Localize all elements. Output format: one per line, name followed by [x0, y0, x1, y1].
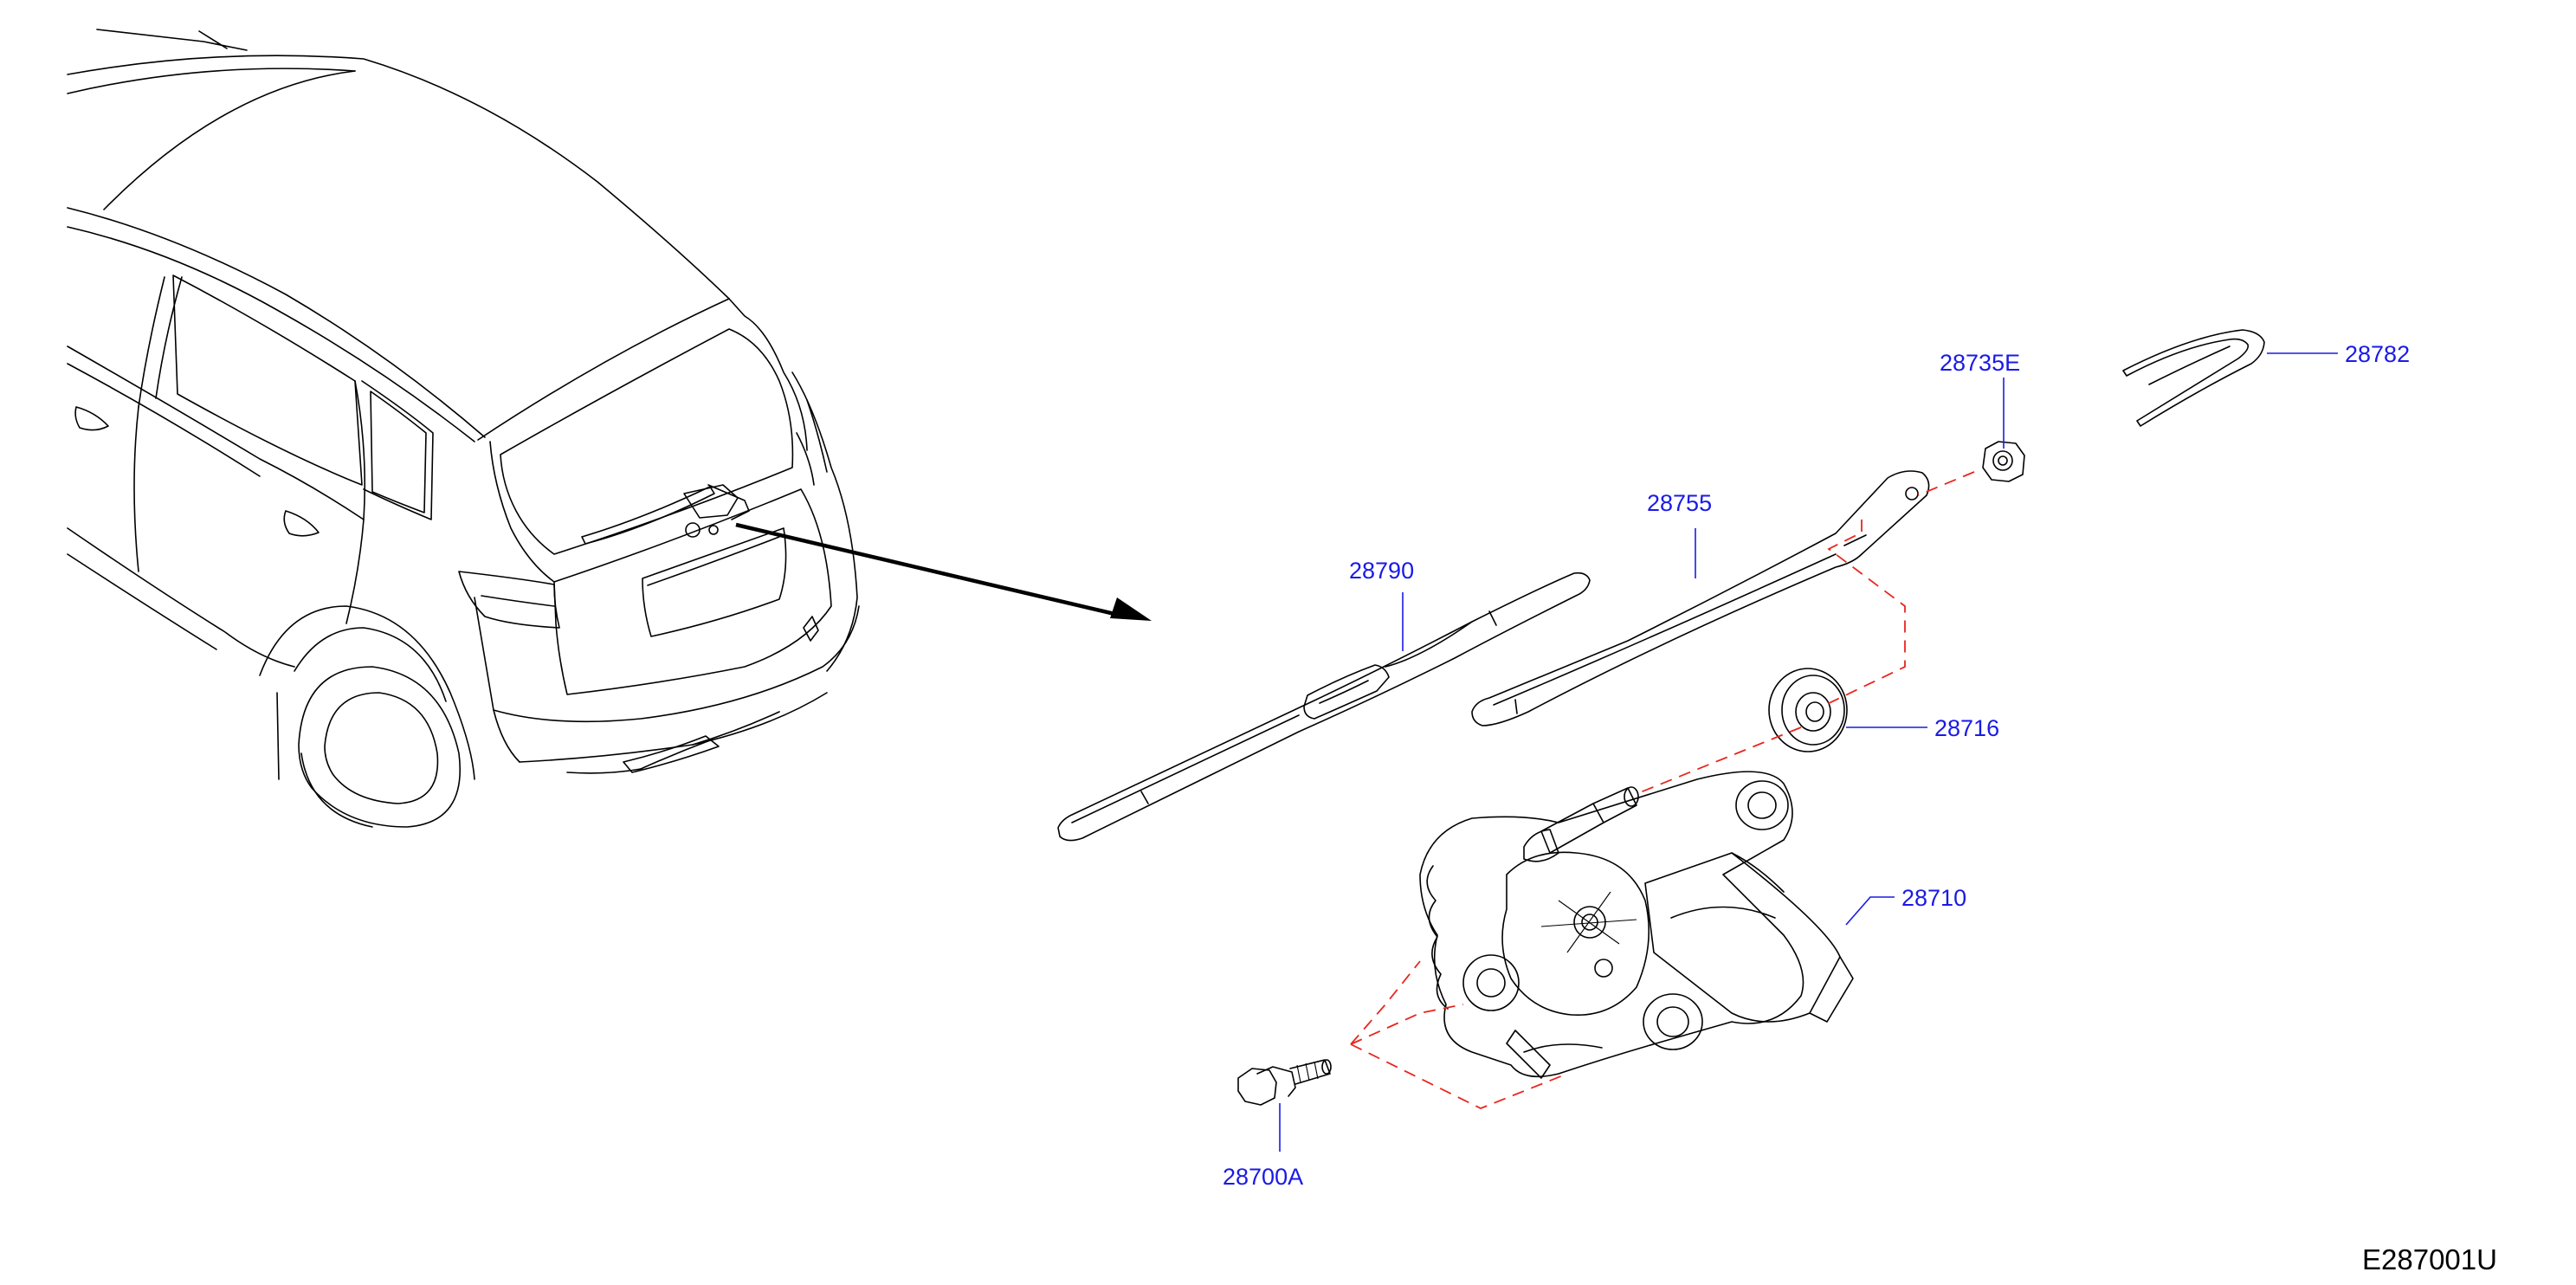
grommet-drawing	[1768, 668, 1848, 752]
part-label-28716[interactable]: 28716	[1934, 715, 1999, 741]
part-labels: 28782 28735E 28755 28790 28716 28710 287…	[1223, 341, 2410, 1190]
part-label-28790[interactable]: 28790	[1349, 558, 1414, 584]
part-label-28755[interactable]: 28755	[1647, 490, 1712, 516]
bolt-drawing	[1237, 1059, 1332, 1106]
diagram-id: E287001U	[2362, 1243, 2497, 1275]
wiper-cap-drawing	[2122, 329, 2265, 427]
part-label-28710[interactable]: 28710	[1901, 885, 1966, 911]
wiper-arm-drawing	[1471, 470, 1930, 726]
part-label-28782[interactable]: 28782	[2345, 341, 2410, 367]
wiper-motor-drawing	[1419, 771, 1854, 1079]
leader-lines	[1279, 352, 2338, 1152]
part-label-28700A[interactable]: 28700A	[1223, 1164, 1303, 1190]
part-label-28735E[interactable]: 28735E	[1940, 350, 2020, 376]
wiper-blade-drawing	[1057, 571, 1591, 842]
vehicle-illustration	[67, 29, 1152, 828]
assembly-lines	[1350, 471, 1975, 1109]
